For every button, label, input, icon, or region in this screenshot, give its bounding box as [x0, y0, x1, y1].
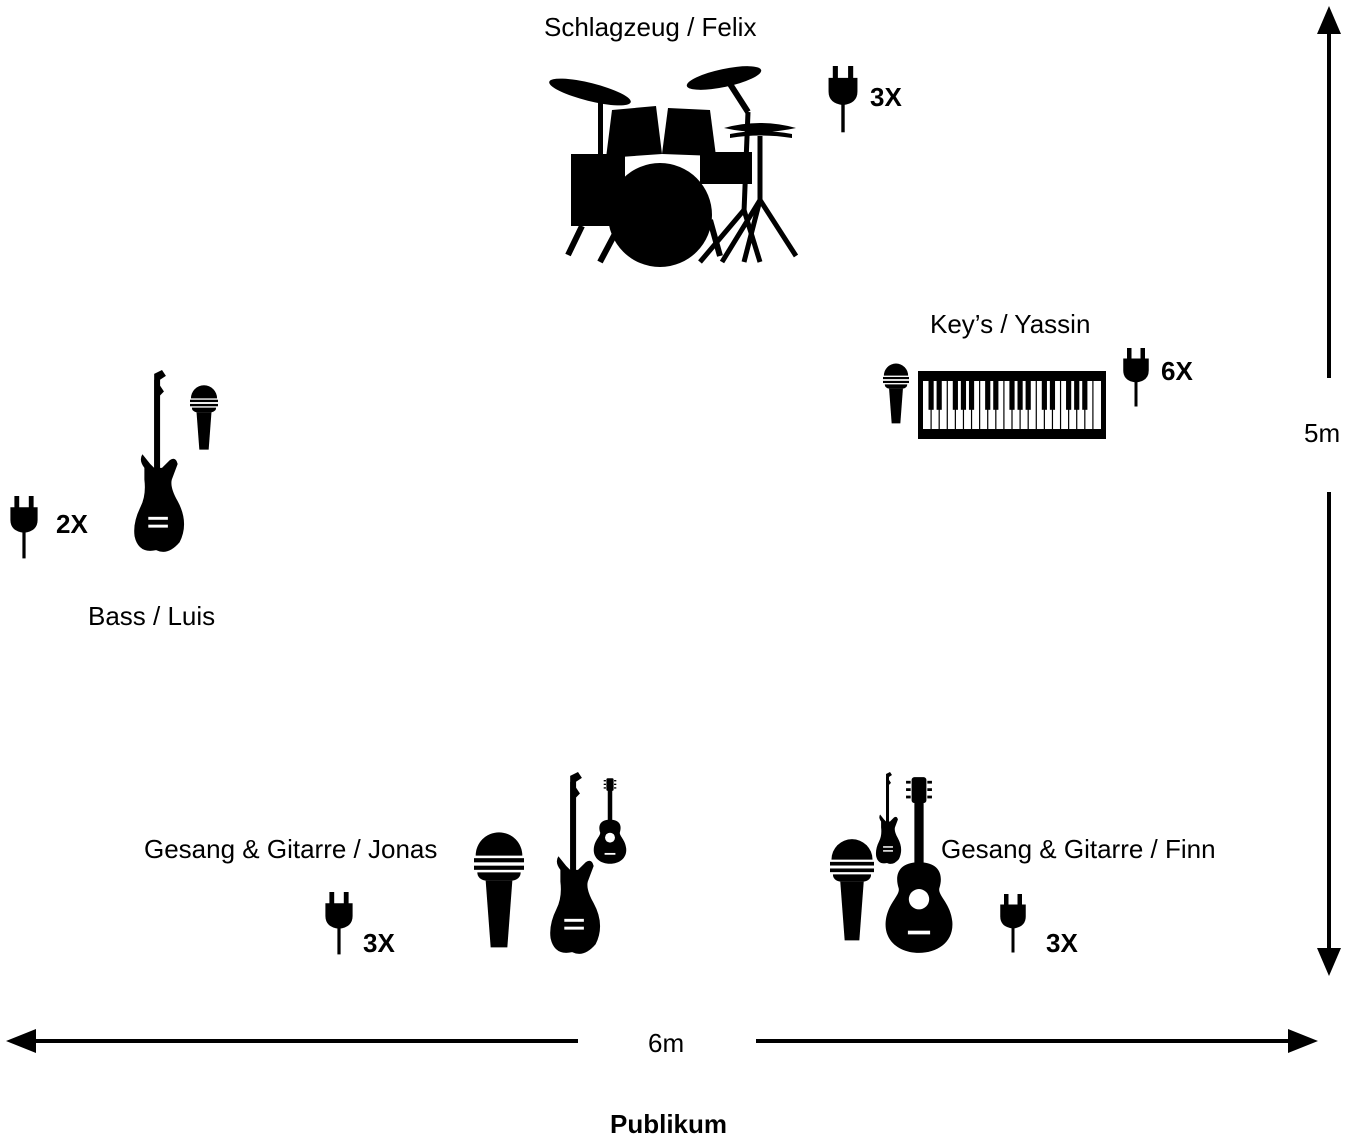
finn-power-count: 3X [1046, 928, 1078, 958]
power-plug-icon [828, 66, 858, 133]
acoustic-guitar-icon [593, 778, 627, 864]
power-plug-icon [1000, 894, 1026, 953]
jonas-label: Gesang & Gitarre / Jonas [144, 834, 438, 864]
drum-kit-icon [549, 66, 799, 267]
microphone-icon [830, 839, 874, 941]
width-label: 6m [648, 1028, 685, 1058]
audience-label: Publikum [610, 1109, 728, 1139]
power-plug-icon [10, 496, 38, 559]
power-plug-icon [1123, 348, 1149, 407]
power-plug-icon [325, 892, 353, 955]
electric-guitar-icon [875, 772, 902, 864]
depth-label: 5m [1304, 418, 1341, 448]
microphone-icon [474, 832, 524, 948]
depth-arrow [1317, 6, 1341, 976]
microphone-icon [190, 385, 218, 450]
bass-power-count: 2X [56, 509, 88, 539]
drums-label: Schlagzeug / Felix [544, 12, 757, 42]
keyboard-icon [918, 371, 1106, 439]
keys-label: Key’s / Yassin [930, 309, 1091, 339]
acoustic-guitar-icon [885, 777, 953, 953]
width-arrow [6, 1029, 1318, 1053]
electric-guitar-icon [550, 772, 601, 954]
electric-guitar-icon [134, 370, 185, 552]
finn-label: Gesang & Gitarre / Finn [941, 834, 1216, 864]
bass-label: Bass / Luis [88, 601, 216, 631]
keys-power-count: 6X [1161, 356, 1193, 386]
drums-power-count: 3X [870, 82, 902, 112]
jonas-power-count: 3X [363, 928, 395, 958]
microphone-icon [883, 363, 909, 424]
